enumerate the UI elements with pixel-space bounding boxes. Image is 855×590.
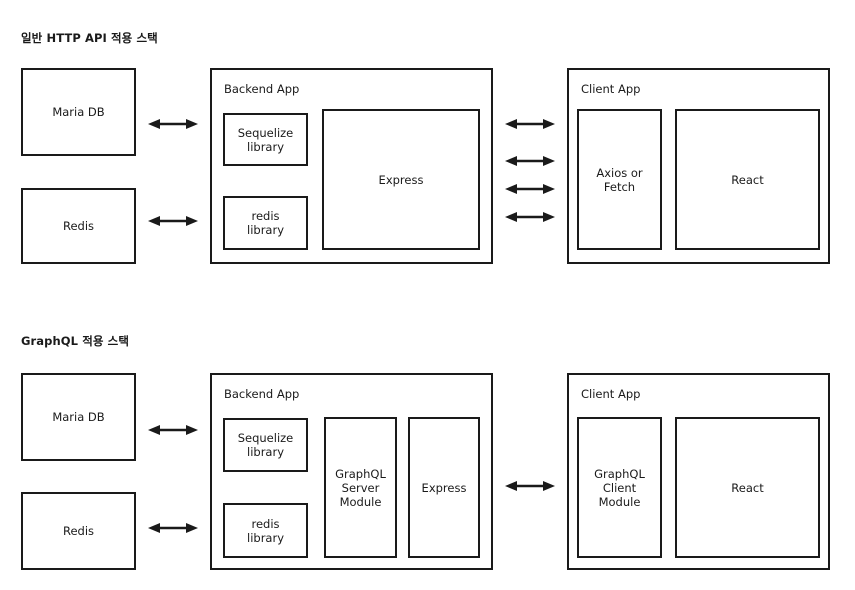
arrow-backend-client-http-4 [505,211,555,223]
arrow-backend-client-graphql-1 [505,480,555,492]
box-label-graphql-server-module: GraphQL Server Module [335,466,386,509]
arrow-backend-client-http-1 [505,118,555,130]
box-react-graphql: React [675,417,820,558]
diagram-title-http-api-stack: 일반 HTTP API 적용 스택 [21,31,158,45]
box-express-graphql: Express [408,417,480,558]
box-express-http: Express [322,109,480,250]
diagram-title-graphql-stack: GraphQL 적용 스택 [21,334,130,348]
container-title-backend-app: Backend App [224,82,300,96]
box-label-redis-graphql: Redis [62,524,95,538]
box-label-sequelize-library-graphql: Sequelize library [237,431,294,459]
box-maria-db: Maria DB [21,68,136,156]
box-label-express: Express [378,172,424,187]
container-title-client-app: Client App [581,82,641,96]
container-title-client-app-graphql: Client App [581,387,641,401]
box-label-sequelize-library: Sequelize library [237,125,294,154]
box-label-redis-library: redis library [247,209,284,237]
box-label-redis-library-graphql: redis library [247,516,284,545]
container-title-backend-app-graphql: Backend App [224,387,300,401]
box-label-axios-or-fetch: Axios or Fetch [596,165,643,194]
box-label-react-graphql: React [731,480,764,495]
box-label-react: React [731,172,764,187]
arrow-maria-db-to-backend-graphql [148,424,198,436]
box-axios-or-fetch: Axios or Fetch [577,109,662,250]
box-graphql-server-module: GraphQL Server Module [324,417,397,558]
box-graphql-client-module: GraphQL Client Module [577,417,662,558]
box-label-maria-db: Maria DB [52,105,105,119]
arrow-redis-to-backend [148,215,198,227]
box-react-http: React [675,109,820,250]
box-maria-db-graphql: Maria DB [21,373,136,461]
box-label-express-graphql: Express [421,480,467,495]
box-sequelize-library-http: Sequelize library [223,113,308,166]
box-label-graphql-client-module: GraphQL Client Module [594,466,645,509]
box-redis-library-http: redis library [223,196,308,250]
arrow-backend-client-http-3 [505,183,555,195]
box-sequelize-library-graphql: Sequelize library [223,418,308,472]
arrow-backend-client-http-2 [505,155,555,167]
box-redis-graphql: Redis [21,492,136,570]
box-label-redis: Redis [62,219,95,233]
arrow-maria-db-to-backend [148,118,198,130]
box-label-maria-db-graphql: Maria DB [52,410,105,424]
arrow-redis-to-backend-graphql [148,522,198,534]
box-redis: Redis [21,188,136,264]
box-redis-library-graphql: redis library [223,503,308,558]
